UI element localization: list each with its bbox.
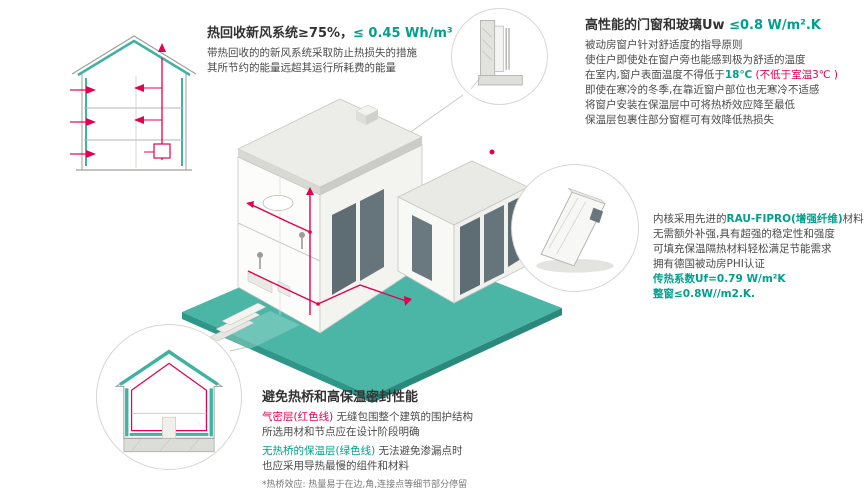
airtight-layer-label: 气密层(红色线) — [262, 411, 334, 423]
windows-section: 高性能的门窗和玻璃Uw ≤0.8 W/m².K 被动房窗户针对舒适度的指导原则 … — [585, 14, 860, 128]
ventilation-house-illustration — [66, 28, 206, 178]
text-line: 带热回收的的新风系统采取防止热损失的措施 — [207, 47, 417, 59]
airtight-line — [130, 362, 208, 432]
thermal-bridge-section: 避免热桥和高保温密封性能 气密层(红色线) 无缝包围整个建筑的围护结构 所选用材… — [262, 386, 572, 491]
frame-member — [480, 20, 496, 78]
text-line: 即使在寒冷的冬季,在靠近窗户部位也无寒冷不适感 — [585, 84, 820, 96]
glass-groove — [589, 207, 604, 224]
slab-hatch — [131, 439, 199, 451]
wing-door-glass — [412, 215, 432, 281]
text-line: 保温层包裹住部分窗框可有效降低热损失 — [585, 114, 774, 126]
thermal-footnote: *热桥效应: 热量易于在边,角,连接点等细节部分停留 — [262, 480, 468, 490]
profile-chambers — [548, 197, 587, 255]
thermal-title: 避免热桥和高保温密封性能 — [262, 390, 419, 405]
text-segment: 无法避免渗漏点时 — [375, 445, 463, 457]
u-value-frame: 传热系数Uf=0.79 W/m²K — [653, 273, 786, 285]
profile-body-text: 内核采用先进的RAU-FIPRO(增强纤维)材料 无需额外补强,具有超强的稳定性… — [653, 212, 865, 302]
roof-slab-edge-right — [320, 137, 422, 195]
text-line: 使住户即使处在窗户旁也能感到极为舒适的温度 — [585, 54, 806, 66]
wing-glass-2 — [484, 205, 504, 283]
material-name: RAU-FIPRO(增强纤维) — [726, 213, 843, 225]
text-line: 也应采用导热最慢的组件和材料 — [262, 460, 409, 472]
roof-outline — [71, 35, 197, 75]
text-line: 被动房窗户针对舒适度的指导原则 — [585, 39, 743, 51]
ventilation-duct-lines — [247, 193, 407, 315]
insulation-section-circle — [96, 324, 242, 470]
airflow-arrows — [70, 43, 166, 158]
text-segment: 材料 — [842, 213, 864, 225]
sill-member — [478, 75, 523, 86]
duct-arrows — [246, 187, 412, 306]
windows-title-value: ≤0.8 W/m².K — [729, 18, 821, 33]
profile-section: 内核采用先进的RAU-FIPRO(增强纤维)材料 无需额外补强,具有超强的稳定性… — [653, 212, 865, 302]
temperature-value: 18℃ — [724, 69, 753, 81]
window-section-detail-circle — [451, 8, 548, 105]
sash-member — [494, 25, 504, 72]
text-line: 其所节约的能量远超其运行所耗费的能量 — [207, 62, 396, 74]
roof-slab-edge-left — [238, 149, 320, 195]
people-figures — [257, 232, 305, 269]
text-segment: 在室内,窗户表面温度不得低于 — [585, 69, 725, 81]
u-value-window: 整窗≤0.8W//m2.K. — [653, 288, 756, 300]
heat-recovery-title: 热回收新风系统≥75%，≤ 0.45 Wh/m³ — [207, 22, 477, 41]
roof-vent — [355, 104, 379, 125]
glass-door-1 — [332, 203, 356, 295]
insulation-line-roof — [119, 349, 219, 386]
text-line: 可填充保温隔热材料轻松满足节能需求 — [653, 243, 832, 255]
windows-body: 被动房窗户针对舒适度的指导原则 使住户即使处在窗户旁也能感到极为舒适的温度 在室… — [585, 38, 860, 128]
exhaust-duct — [144, 58, 171, 160]
kitchen-island — [277, 280, 291, 298]
text-line: 所选用材和节点应在设计阶段明确 — [262, 426, 420, 438]
bathtub — [262, 195, 294, 211]
profile-shadow — [536, 259, 614, 273]
glass-door-2 — [360, 189, 384, 281]
text-line: 拥有德国被动房PHI认证 — [653, 258, 765, 270]
windows-title: 高性能的门窗和玻璃Uw ≤0.8 W/m².K — [585, 14, 860, 33]
window-profile-render-circle — [511, 164, 639, 292]
text-line: 内核采用先进的RAU-FIPRO(增强纤维)材料 — [653, 212, 865, 227]
door — [161, 416, 177, 439]
text-line: 在室内,窗户表面温度不得低于18℃ (不低于室温3℃ ) — [585, 68, 860, 83]
text-segment: 内核采用先进的 — [653, 213, 727, 225]
roof-insulation-line — [77, 39, 191, 77]
insulation-layer-label: 无热桥的保温层(绿色线) — [262, 445, 376, 457]
text-line: 将窗户安装在保温层中可将热桥效应降至最低 — [585, 99, 795, 111]
windows-title-text: 高性能的门窗和玻璃Uw — [585, 18, 730, 33]
heat-title-value: ≤ 0.45 Wh/m³ — [353, 26, 453, 41]
heat-recovery-body: 带热回收的的新风系统采取防止热损失的措施 其所节约的能量远超其运行所耗费的能量 — [207, 46, 477, 76]
heat-title-text: 热回收新风系统≥75%， — [207, 26, 354, 41]
red-marker-dot — [489, 149, 495, 155]
hatch-marks — [470, 27, 493, 89]
temperature-note: (不低于室温3℃ ) — [752, 69, 839, 81]
connector-window-detail — [404, 94, 464, 137]
main-building-block — [237, 98, 423, 334]
text-line: 无需额外补强,具有超强的稳定性和强度 — [653, 228, 835, 240]
profile-body — [540, 191, 606, 267]
text-segment: 无缝包围整个建筑的围护结构 — [333, 411, 474, 423]
interior-floor-line — [237, 222, 321, 262]
text-line: 气密层(红色线) 无缝包围整个建筑的围护结构 — [262, 410, 572, 425]
profile-cap — [568, 187, 606, 205]
wing-glass-1 — [460, 217, 480, 295]
heat-recovery-section: 热回收新风系统≥75%，≤ 0.45 Wh/m³ 带热回收的的新风系统采取防止热… — [207, 22, 477, 76]
thermal-body: 气密层(红色线) 无缝包围整个建筑的围护结构 所选用材和节点应在设计阶段明确 无… — [262, 410, 572, 491]
garden-stairs — [209, 302, 267, 342]
text-line: 无热桥的保温层(绿色线) 无法避免渗漏点时 — [262, 444, 572, 459]
